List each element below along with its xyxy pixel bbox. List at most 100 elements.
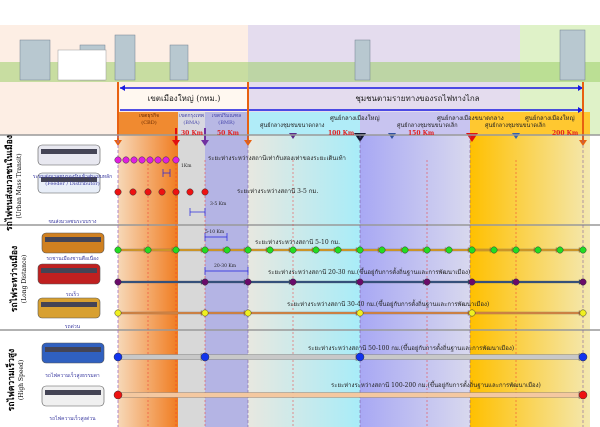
train-caption: รถด่วน — [64, 324, 81, 330]
station-dot — [244, 309, 252, 317]
train-caption: ระบบส่งมวลชนรองรับเข้าสู่ระบบหลัก(Feeder… — [32, 174, 113, 187]
arrow-head — [201, 140, 209, 146]
full-span-arrow-head — [578, 85, 583, 91]
station-dot — [334, 246, 342, 254]
station-dot — [289, 246, 297, 254]
train-icon — [41, 342, 105, 364]
train-icon — [37, 263, 101, 285]
track-segment — [247, 280, 290, 284]
distance-50km: 50 Km — [217, 130, 240, 137]
ground-strip — [0, 62, 600, 82]
station-dot — [129, 188, 137, 196]
station-dot — [401, 246, 409, 254]
train-icon — [37, 144, 101, 166]
center-label: ศูนย์กลางชุมชนขนาดเล็ก — [485, 123, 546, 129]
track-segment — [204, 280, 245, 284]
station-dot — [158, 188, 166, 196]
line-desc: ระยะห่างระหว่างสถานี 3-5 กม. — [237, 188, 319, 195]
band — [360, 112, 470, 135]
track-segment — [247, 311, 357, 315]
station-dot — [144, 246, 152, 254]
station-dot — [113, 390, 123, 400]
station-dot — [490, 246, 498, 254]
cbd-label: เขตธุรกิจ(CBD) — [138, 113, 160, 126]
station-dot — [244, 246, 252, 254]
station-dot — [200, 352, 210, 362]
train-window — [41, 177, 97, 182]
building-icon — [19, 39, 51, 81]
building-icon — [114, 34, 136, 81]
building-icon — [169, 44, 189, 81]
train-caption: รถไฟความเร็วสูงด่วน — [49, 416, 96, 422]
bma-band — [178, 112, 205, 135]
station-dot — [356, 278, 364, 286]
station-dot — [468, 246, 476, 254]
train-caption: รถเร็ว — [66, 292, 79, 298]
rural-zone-label: ชุมชนตามรายทางของรถไฟทางไกล — [355, 94, 480, 103]
track-segment — [204, 311, 245, 315]
train-window — [41, 149, 97, 154]
spacing-1km: 1Km — [181, 164, 192, 169]
station-dot — [356, 309, 364, 317]
station-dot — [356, 246, 364, 254]
arrow-head — [172, 140, 180, 146]
section-title-urban: รถไฟขนส่งมวลชนในเมือง(Urban Mass Transit… — [5, 135, 23, 231]
station-dot — [378, 246, 386, 254]
line-desc: ระยะห่างระหว่างสถานี 5-10 กม. — [255, 239, 341, 246]
track-segment — [117, 311, 202, 315]
bmr-label: เขตปริมณฑล(BMR) — [211, 113, 242, 126]
line-desc: ระยะห่างระหว่างสถานี 20-30 กม.(ขึ้นอยู่ก… — [268, 269, 471, 276]
center-label: ศูนย์กลางชุมชนขนาดกลาง — [260, 123, 325, 129]
track-segment — [426, 280, 469, 284]
station-dot — [162, 156, 170, 164]
train-icon — [37, 297, 101, 319]
station-dot — [172, 156, 180, 164]
station-dot — [556, 246, 564, 254]
track-segment — [359, 311, 469, 315]
distance-150km: 150 Km — [408, 130, 435, 137]
band — [248, 112, 360, 135]
station-dot — [468, 309, 476, 317]
urban-label-bg — [120, 88, 248, 110]
station-dot — [146, 156, 154, 164]
station-dot — [122, 156, 130, 164]
station-dot — [579, 246, 587, 254]
station-dot — [113, 352, 123, 362]
station-dot — [578, 352, 588, 362]
station-dot — [423, 246, 431, 254]
section-title-high-speed: รถไฟความเร็วสูง(High Speed) — [7, 348, 25, 412]
train-caption: รถไฟความเร็วสูงธรรมดา — [45, 373, 100, 379]
station-dot — [512, 246, 520, 254]
track-segment — [292, 280, 357, 284]
track-segment — [175, 248, 202, 252]
station-dot — [244, 278, 252, 286]
station-dot — [172, 246, 180, 254]
station-dot — [445, 246, 453, 254]
building-icon — [559, 29, 586, 81]
track-segment — [471, 280, 513, 284]
train-icon — [41, 232, 105, 254]
train-window — [41, 302, 97, 307]
spacing-3-5km: 3-5 Km — [210, 202, 227, 207]
government-building-icon — [57, 49, 107, 81]
building-icon — [354, 39, 371, 81]
line-desc: ระยะห่างระหว่างสถานีเท่ากับสองเท่าของระย… — [208, 155, 346, 162]
bmr-band — [205, 112, 248, 135]
train-window — [41, 268, 97, 273]
track-segment — [117, 354, 202, 360]
station-dot — [468, 278, 476, 286]
station-dot — [266, 246, 274, 254]
line-desc: ระยะห่างระหว่างสถานี 50-100 กม.(ขึ้นอยู่… — [308, 345, 515, 352]
station-dot — [186, 188, 194, 196]
track-segment — [515, 280, 580, 284]
spacing-20-30km: 20-30 Km — [214, 264, 237, 269]
station-dot — [114, 246, 122, 254]
station-dot — [138, 156, 146, 164]
station-dot — [144, 188, 152, 196]
station-dot — [579, 278, 587, 286]
track-segment — [359, 280, 424, 284]
zone-arrow-head — [578, 107, 583, 113]
center-label: ศูนย์กลางเมืองใหญ่ — [525, 115, 575, 122]
